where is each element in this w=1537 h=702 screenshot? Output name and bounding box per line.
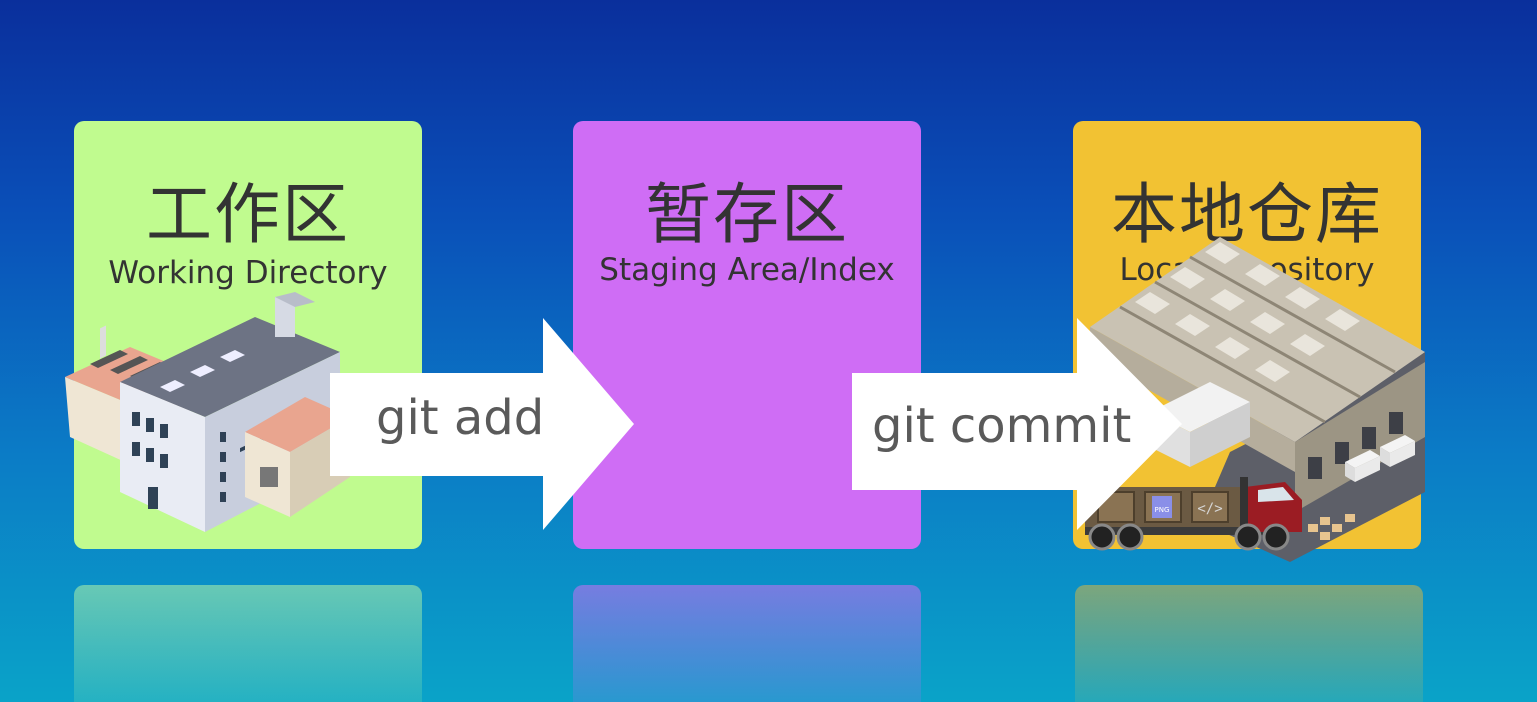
right-arrow-icon: [852, 318, 1182, 530]
working-directory-title-zh: 工作区: [146, 176, 350, 253]
warehouse-truck-icon: PNG </>: [1085, 237, 1425, 562]
working-directory-reflection: [74, 585, 422, 702]
staging-area-title-en: Staging Area/Index: [599, 252, 895, 288]
local-repository-reflection: [1075, 585, 1423, 702]
right-arrow-icon: [330, 318, 634, 530]
git-commit-label: git commit: [872, 398, 1132, 454]
local-repository-title-zh: 本地仓库: [1111, 176, 1383, 253]
factory-building-icon: [65, 292, 350, 532]
git-add-label: git add: [376, 390, 545, 446]
code-badge: </>: [1197, 501, 1222, 517]
working-directory-title-en: Working Directory: [108, 255, 388, 291]
git-commit-arrow: git commit: [852, 318, 1182, 530]
staging-area-reflection: [573, 585, 921, 702]
png-badge: PNG: [1155, 506, 1170, 514]
git-add-arrow: git add: [330, 318, 634, 530]
staging-area-title-zh: 暂存区: [645, 176, 849, 253]
